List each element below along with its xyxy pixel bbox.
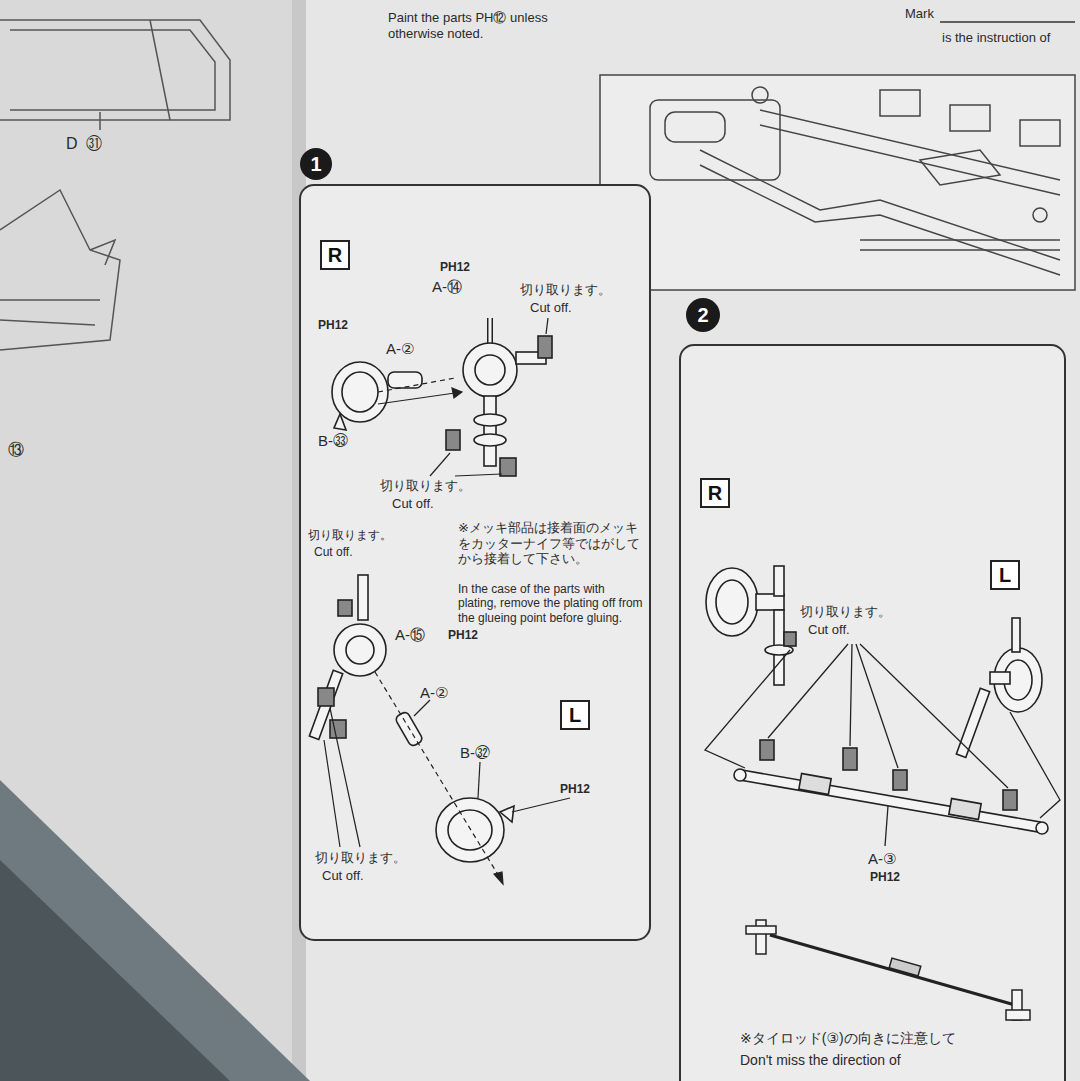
- header-note: Paint the parts PH⑫ unless otherwise not…: [388, 10, 588, 41]
- node-text: R: [328, 244, 342, 267]
- cut-note: 切り取ります。: [800, 604, 891, 620]
- step-number: 1: [300, 148, 332, 180]
- part-number: A-③: [868, 850, 896, 868]
- side-marker: L: [990, 560, 1020, 590]
- cut-note: Cut off.: [808, 622, 850, 638]
- paint-code: PH12: [560, 782, 590, 796]
- header-note: Mark: [905, 6, 934, 22]
- header-note: is the instruction of: [942, 30, 1050, 46]
- paint-code: PH12: [318, 318, 348, 332]
- cut-note: Cut off.: [392, 496, 434, 512]
- plating-note: ※メッキ部品は接着面のメッキをカッターナイフ等ではがしてから接着して下さい。: [458, 520, 643, 567]
- part-number: B-㉜: [460, 744, 490, 762]
- node-text: L: [999, 564, 1011, 587]
- side-marker: R: [700, 478, 730, 508]
- callout-number: ⑬: [8, 440, 24, 459]
- cut-note: Cut off.: [314, 545, 352, 559]
- part-number: A-⑭: [432, 278, 462, 296]
- step-number: 2: [686, 298, 720, 332]
- part-letter: D: [66, 134, 78, 153]
- side-marker: R: [320, 240, 350, 270]
- plating-note: In the case of the parts with plating, r…: [458, 582, 643, 625]
- cut-note: 切り取ります。: [520, 282, 611, 298]
- cut-note: 切り取ります。: [380, 478, 471, 494]
- callout-number: ㉛: [86, 134, 102, 153]
- cut-note: Cut off.: [530, 300, 572, 316]
- direction-note: ※タイロッド(③)の向きに注意して: [740, 1030, 956, 1047]
- part-number: A-⑮: [395, 626, 425, 644]
- direction-note: Don't miss the direction of: [740, 1052, 901, 1069]
- node-text: L: [569, 704, 581, 727]
- part-number: A-②: [386, 340, 414, 358]
- cut-note: Cut off.: [322, 868, 364, 884]
- part-number: B-㉝: [318, 432, 348, 450]
- part-number: A-②: [420, 684, 448, 702]
- node-text: 2: [697, 304, 708, 327]
- node-text: 1: [310, 153, 321, 176]
- paint-code: PH12: [870, 870, 900, 884]
- paint-code: PH12: [448, 628, 478, 642]
- side-marker: L: [560, 700, 590, 730]
- paint-code: PH12: [440, 260, 470, 274]
- cut-note: 切り取ります。: [315, 850, 406, 866]
- node-text: R: [708, 482, 722, 505]
- cut-note: 切り取ります。: [308, 528, 392, 542]
